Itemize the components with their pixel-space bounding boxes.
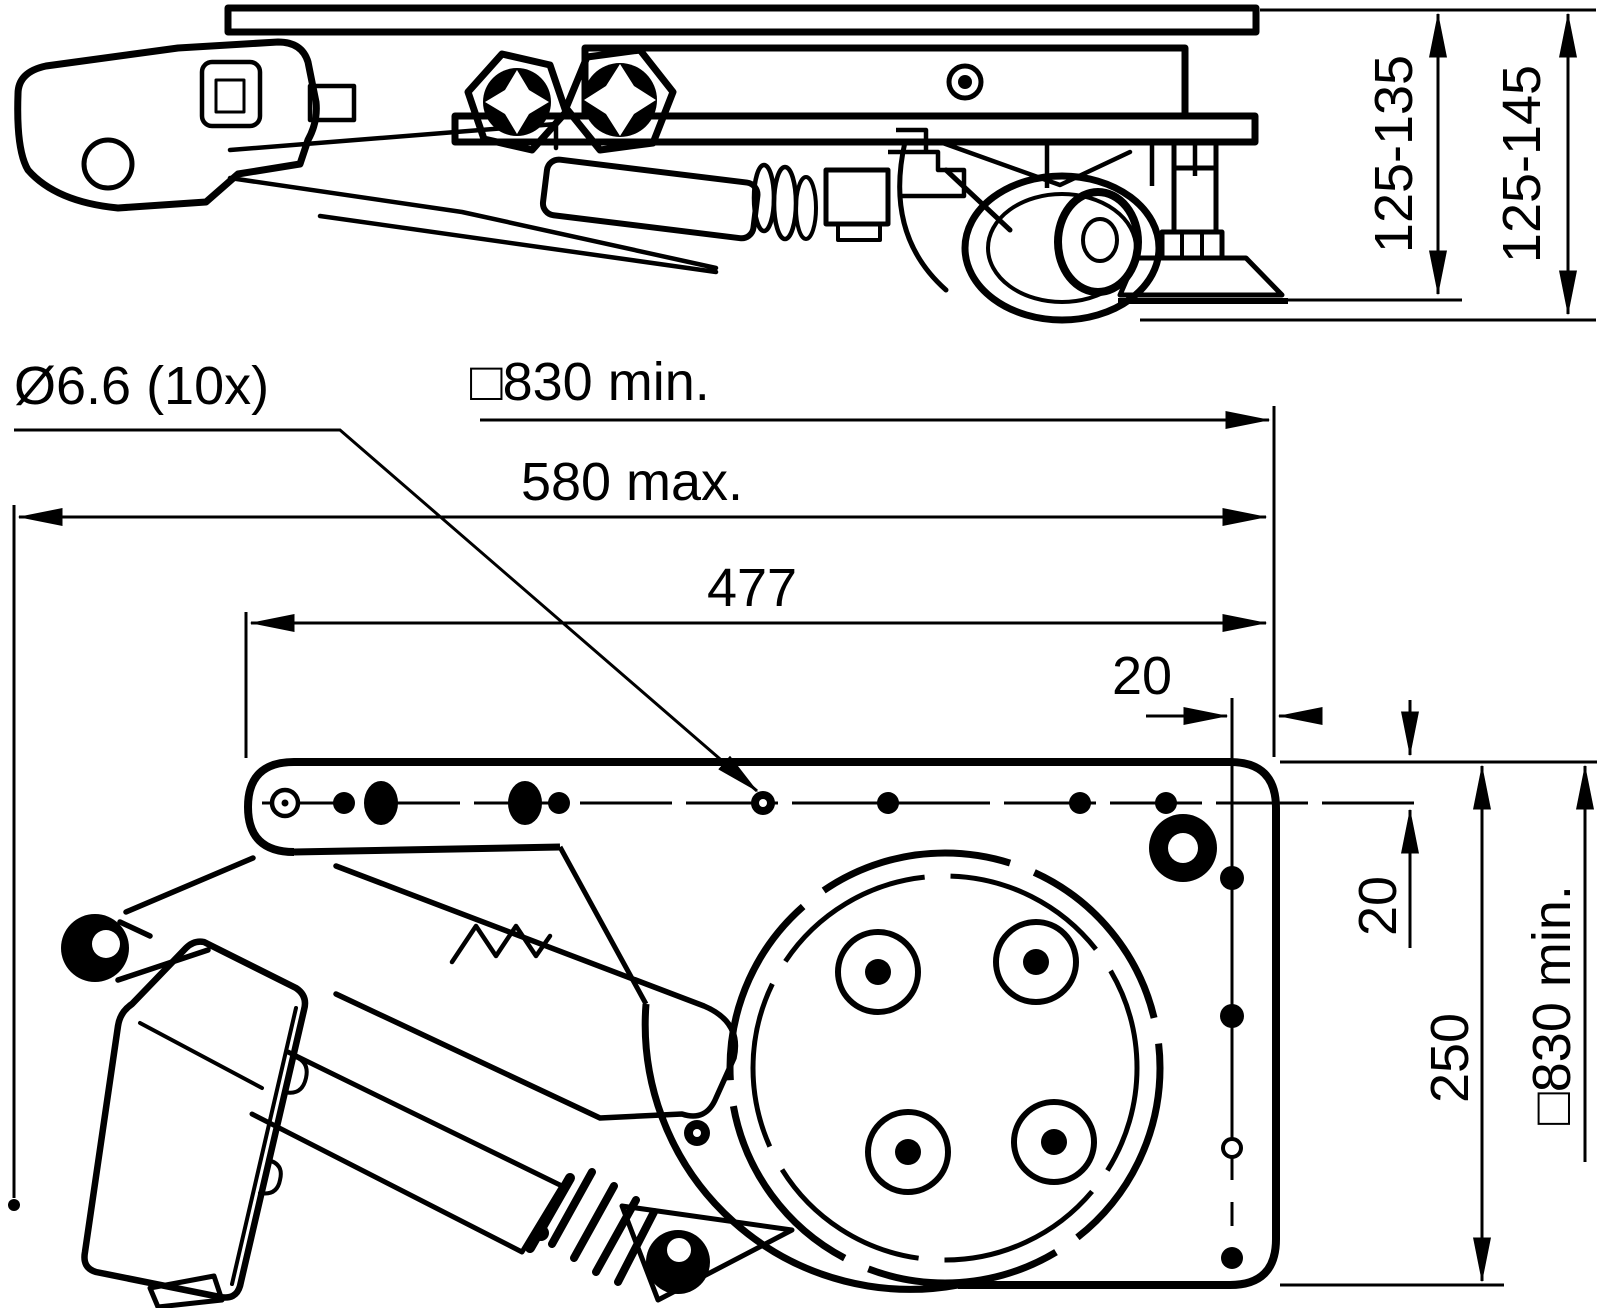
hole-8 xyxy=(1069,792,1091,814)
turntable-screw-4 xyxy=(1011,1099,1097,1185)
actuator-eye-bore xyxy=(667,1238,691,1262)
bracket-dot xyxy=(533,1225,549,1241)
caster-wheel xyxy=(961,172,1163,324)
dimensions: Ø6.6 (10x) □830 min. 580 max. 477 20 20 … xyxy=(8,8,1597,1287)
coupler-tab xyxy=(836,222,882,242)
turntable-screw-3 xyxy=(865,1109,951,1195)
caster-hub xyxy=(1054,188,1142,296)
hole-col-2 xyxy=(1220,1004,1244,1028)
fork-strut xyxy=(943,167,1013,233)
hole-col-1 xyxy=(1220,866,1244,890)
label-20x: 20 xyxy=(1112,646,1172,706)
turntable-screw-4-center xyxy=(1041,1129,1067,1155)
turntable-screw-1 xyxy=(835,929,921,1015)
handle-housing xyxy=(14,38,320,212)
label-580: 580 max. xyxy=(521,452,743,512)
label-20y: 20 xyxy=(1348,876,1408,936)
lever-bolt-center xyxy=(693,1129,701,1137)
label-477: 477 xyxy=(707,558,797,618)
motor-housing xyxy=(81,938,309,1301)
caster-fork xyxy=(897,139,949,293)
frame-members xyxy=(227,121,719,275)
body-hole-center xyxy=(958,75,972,89)
hole-6-center xyxy=(759,799,767,807)
label-830-vertical: □830 min. xyxy=(1522,885,1582,1125)
motor-foot-tab xyxy=(147,1273,225,1308)
underframe-brace xyxy=(937,139,1133,188)
hole-5 xyxy=(548,792,570,814)
plan-view xyxy=(61,698,1424,1308)
handle-latch xyxy=(199,59,263,129)
handle-latch-inner xyxy=(214,78,246,114)
hole-7 xyxy=(877,792,899,814)
label-830-horizontal: □830 min. xyxy=(470,352,710,412)
foot-base xyxy=(1117,255,1285,298)
turntable-screw-1-center xyxy=(865,959,891,985)
body-hole xyxy=(946,63,984,101)
label-hole-callout: Ø6.6 (10x) xyxy=(14,356,269,416)
phillips-cross-right-icon xyxy=(584,64,656,136)
ext-left-end-dot xyxy=(8,1199,20,1211)
handle-boss xyxy=(81,137,135,191)
hex-bolt-left xyxy=(464,50,570,154)
break-symbol xyxy=(449,923,553,965)
turntable-ring-inner xyxy=(750,873,1140,1263)
foot-stem xyxy=(1171,142,1219,232)
motor-seams xyxy=(138,1006,298,1286)
handle-coupler xyxy=(307,83,357,123)
body-box xyxy=(581,44,1189,120)
hole-4 xyxy=(508,781,542,825)
turntable-ring-outer xyxy=(726,849,1164,1287)
roller-ring-3 xyxy=(794,175,818,241)
hole-3 xyxy=(364,781,398,825)
roller-cylinder xyxy=(539,156,761,242)
hex-bolt-right xyxy=(562,46,677,154)
hole-col-3 xyxy=(1221,1137,1243,1159)
leader-hole-callout xyxy=(14,428,759,793)
turntable-screw-3-center xyxy=(895,1139,921,1165)
foot-nut xyxy=(1159,229,1225,261)
lever-arm xyxy=(333,863,739,1121)
roller-ring-2 xyxy=(771,164,799,242)
hole-2 xyxy=(333,792,355,814)
actuator-body xyxy=(249,1049,565,1255)
hole-9 xyxy=(1155,792,1177,814)
shaft-coupler xyxy=(823,167,891,227)
top-rail xyxy=(224,4,1260,36)
clevis-bracket xyxy=(619,1203,795,1303)
phillips-cross-left-icon xyxy=(485,70,549,134)
turntable-screw-2 xyxy=(993,919,1079,1005)
plate-outline xyxy=(294,758,1280,1289)
foot-nut-facets xyxy=(1180,232,1204,258)
hole-col-4 xyxy=(1221,1247,1243,1269)
deck-bar xyxy=(451,112,1259,146)
arm-pivot-bore xyxy=(92,930,120,958)
actuator-eye xyxy=(646,1230,710,1294)
plate-band-bottom xyxy=(293,843,561,856)
side-elevation-view xyxy=(14,4,1288,324)
label-125-145: 125-145 xyxy=(1492,65,1552,263)
label-250: 250 xyxy=(1420,1013,1480,1103)
pivot-bracket xyxy=(888,127,967,199)
caster-axle xyxy=(1081,217,1119,263)
plate-left-cap xyxy=(244,758,295,856)
hole-1-center xyxy=(281,799,289,807)
bellows-rings xyxy=(548,1168,658,1286)
bushing-bore xyxy=(1168,833,1198,863)
pivot-arm xyxy=(115,855,256,983)
turntable-screw-2-center xyxy=(1023,949,1049,975)
label-125-135: 125-135 xyxy=(1364,55,1424,253)
